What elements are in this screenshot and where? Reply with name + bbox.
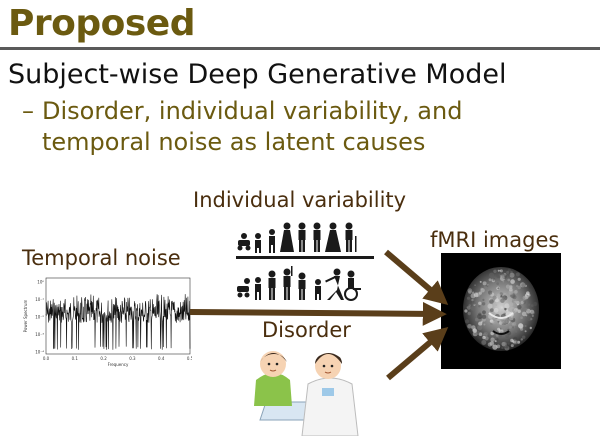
y-tick-label: 10⁻⁴ [35, 350, 44, 355]
y-tick-label: 10⁰ [37, 280, 44, 285]
bullet-text: Disorder, individual variability, and te… [42, 97, 463, 156]
y-tick-label: 10⁻³ [35, 332, 44, 337]
brain-scan-icon [441, 253, 561, 369]
disorder-illustration [226, 344, 396, 437]
temporal-noise-label: Temporal noise [22, 246, 181, 270]
x-tick-label: 0.2 [100, 356, 107, 361]
slide-title: Proposed [8, 3, 196, 44]
slide-heading: Subject-wise Deep Generative Model [8, 59, 507, 90]
plot-xlabel: Frequency [108, 362, 129, 367]
plot-ylabel: Power Spectrum [23, 300, 28, 333]
doctor-patient-icon [226, 344, 396, 437]
fmri-images-label: fMRI images [430, 228, 560, 252]
individual-variability-panel [232, 212, 378, 304]
title-divider [0, 47, 600, 50]
bullet-dash: – [22, 97, 34, 125]
noise-trace [45, 294, 191, 350]
arrow-disorder-to-fmri [386, 327, 449, 381]
x-tick-label: 0.1 [72, 356, 79, 361]
bullet-point: – Disorder, individual variability, and … [22, 96, 562, 158]
noise-spectrum-chart: Power Spectrum Frequency 0.0 0.1 0.2 0.3 0.4… [23, 277, 194, 367]
individual-variability-label: Individual variability [193, 188, 407, 212]
y-tick-label: 10⁻² [35, 315, 44, 320]
x-tick-label: 0.3 [129, 356, 136, 361]
x-tick-label: 0.0 [43, 356, 50, 361]
disorder-label: Disorder [262, 318, 351, 342]
arrow-individual-to-fmri [384, 249, 449, 306]
x-tick-label: 0.5 [187, 356, 192, 361]
temporal-noise-plot: Power Spectrum Frequency 0.0 0.1 0.2 0.3 0.4… [22, 272, 194, 368]
arrow-noise-to-fmri [189, 301, 447, 326]
fmri-image [441, 253, 561, 369]
y-tick-label: 10⁻¹ [35, 297, 44, 302]
x-tick-label: 0.4 [158, 356, 165, 361]
people-silhouettes-icon [236, 222, 374, 301]
